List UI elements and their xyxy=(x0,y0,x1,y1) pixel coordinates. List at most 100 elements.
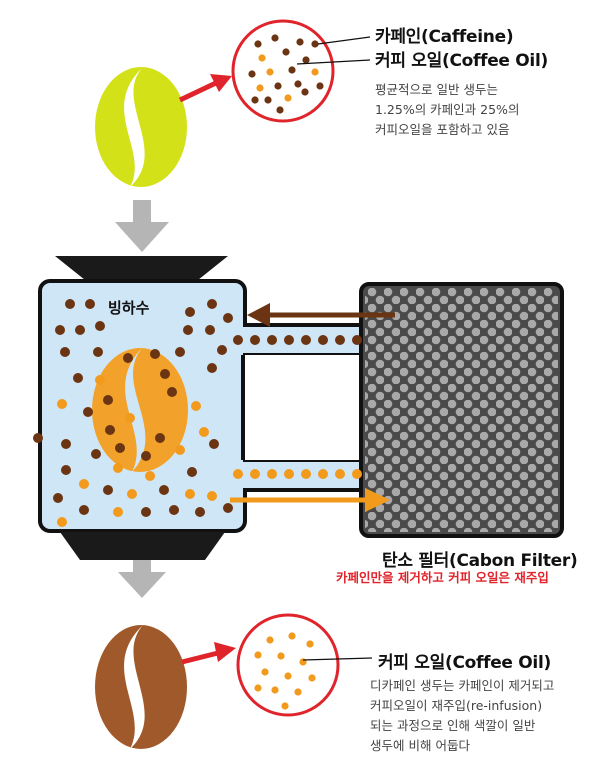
pipe-particles xyxy=(233,335,362,479)
tank-caffeine-dot xyxy=(33,433,43,443)
top-coffee-oil-dot xyxy=(256,84,264,92)
pipe-coffee-oil-dot xyxy=(301,469,311,479)
gray-arrow-down-top xyxy=(115,200,169,252)
tank-coffee-oil-dot xyxy=(199,427,209,437)
top-caffeine-dot xyxy=(254,40,262,48)
tank-caffeine-dot xyxy=(65,299,75,309)
tank-caffeine-dot xyxy=(55,325,65,335)
top-description-line: 1.25%의 카페인과 25%의 xyxy=(375,102,520,117)
top-caffeine-dot xyxy=(301,88,309,96)
tank-caffeine-dot xyxy=(85,299,95,309)
top-caffeine-dot xyxy=(282,48,290,56)
tank-caffeine-dot xyxy=(169,505,179,515)
tank-caffeine-dot xyxy=(79,505,89,515)
tank-caffeine-dot xyxy=(83,407,93,417)
bottom-coffee-oil-dot xyxy=(284,672,292,680)
funnel-top xyxy=(55,256,228,280)
tank-caffeine-dot xyxy=(209,439,219,449)
tank-coffee-oil-dot xyxy=(191,401,201,411)
caffeine-pointer-line xyxy=(317,36,371,45)
bottom-coffee-oil-dot xyxy=(254,684,262,692)
coffee-oil-pointer-line-bottom xyxy=(302,657,373,661)
top-caffeine-dot xyxy=(271,34,279,42)
bottom-coffee-oil-label: 커피 오일(Coffee Oil) xyxy=(378,653,551,673)
top-caffeine-dot xyxy=(311,40,319,48)
tank-coffee-oil-dot xyxy=(145,471,155,481)
tank-coffee-oil-dot xyxy=(57,517,67,527)
coffee-oil-label: 커피 오일(Coffee Oil) xyxy=(375,51,548,71)
top-caffeine-dot xyxy=(264,96,272,104)
red-arrow-top xyxy=(178,74,232,103)
tank-coffee-oil-dot xyxy=(57,399,67,409)
tank-coffee-oil-dot xyxy=(125,413,135,423)
pipe-coffee-oil-dot xyxy=(233,469,243,479)
bottom-description-line: 커피오일이 재주입(re-infusion) xyxy=(370,698,543,713)
tank-caffeine-dot xyxy=(185,307,195,317)
tank-caffeine-dot xyxy=(61,439,71,449)
caffeine-label: 카페인(Caffeine) xyxy=(375,27,514,47)
tank-caffeine-dot xyxy=(183,325,193,335)
bean-in-tank xyxy=(92,348,188,472)
top-coffee-oil-dot xyxy=(266,68,274,76)
pipe-caffeine-dot xyxy=(352,335,362,345)
carbon-filter xyxy=(359,282,564,538)
tank-coffee-oil-dot xyxy=(127,489,137,499)
orange-arrow-right xyxy=(230,488,390,512)
pipe-coffee-oil-dot xyxy=(284,469,294,479)
top-caffeine-dot xyxy=(294,80,302,88)
tank-coffee-oil-dot xyxy=(95,375,105,385)
bottom-coffee-oil-dot xyxy=(306,640,314,648)
tank-caffeine-dot xyxy=(73,373,83,383)
tank-caffeine-dot xyxy=(159,485,169,495)
tank-caffeine-dot xyxy=(75,325,85,335)
tank-caffeine-dot xyxy=(195,507,205,517)
pipe-coffee-oil-dot xyxy=(335,469,345,479)
top-coffee-oil-dot xyxy=(284,94,292,102)
tank-caffeine-dot xyxy=(103,395,113,405)
tank-caffeine-dot xyxy=(53,493,63,503)
pipe-caffeine-dot xyxy=(267,335,277,345)
bottom-coffee-oil-dot xyxy=(271,686,279,694)
tank-coffee-oil-dot xyxy=(113,463,123,473)
gray-arrow-down-bottom xyxy=(118,560,166,598)
tank-caffeine-dot xyxy=(175,347,185,357)
bottom-description-line: 되는 과정으로 인해 색깔이 일반 xyxy=(370,718,536,733)
tank-caffeine-dot xyxy=(207,299,217,309)
tank-coffee-oil-dot xyxy=(207,491,217,501)
top-caffeine-dot xyxy=(251,96,259,104)
tank-coffee-oil-dot xyxy=(185,489,195,499)
pipe-caffeine-dot xyxy=(318,335,328,345)
tank-caffeine-dot xyxy=(95,321,105,331)
top-caffeine-dot xyxy=(316,82,324,90)
bottom-coffee-oil-dot xyxy=(254,651,262,659)
tank-caffeine-dot xyxy=(207,363,217,373)
tank-label: 빙하수 xyxy=(108,299,150,317)
tank-caffeine-dot xyxy=(205,325,215,335)
pipe-caffeine-dot xyxy=(233,335,243,345)
top-description-line: 커피오일을 포함하고 있음 xyxy=(375,122,510,137)
tank-caffeine-dot xyxy=(160,369,170,379)
tank-outlet xyxy=(60,532,225,560)
tank-caffeine-dot xyxy=(103,485,113,495)
bottom-description-line: 생두에 비해 어둡다 xyxy=(370,738,470,753)
tank-caffeine-dot xyxy=(115,443,125,453)
tank-caffeine-dot xyxy=(223,313,233,323)
magnified-circle-bottom xyxy=(236,613,340,717)
bottom-coffee-oil-dot xyxy=(281,702,289,710)
tank-coffee-oil-dot xyxy=(175,445,185,455)
decaf-coffee-bean xyxy=(95,625,187,749)
tank-caffeine-dot xyxy=(123,353,133,363)
tank-caffeine-dot xyxy=(187,467,197,477)
pipe-caffeine-dot xyxy=(301,335,311,345)
tank-caffeine-dot xyxy=(141,507,151,517)
pipe-coffee-oil-dot xyxy=(250,469,260,479)
filter-subtitle: 카페인만을 제거하고 커피 오일은 재주입 xyxy=(336,570,549,585)
tank-caffeine-dot xyxy=(217,345,227,355)
tank-caffeine-dot xyxy=(60,347,70,357)
top-description: 평균적으로 일반 생두는 1.25%의 카페인과 25%의 커피오일을 포함하고… xyxy=(375,80,585,140)
tank-particles xyxy=(33,299,233,527)
brown-arrow-left xyxy=(247,303,395,327)
top-caffeine-dot xyxy=(296,38,304,46)
bottom-coffee-oil-dot xyxy=(277,652,285,660)
